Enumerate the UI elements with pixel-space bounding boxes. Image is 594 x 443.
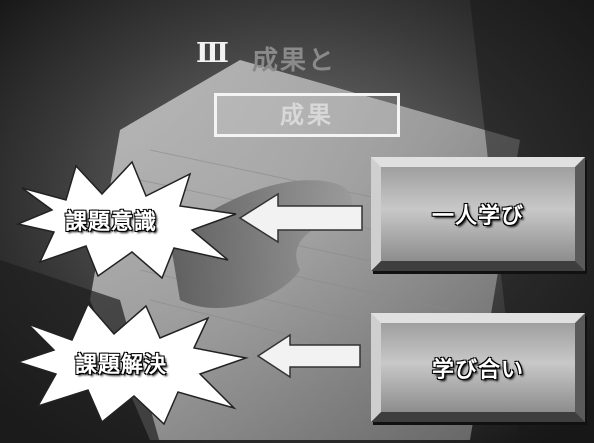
starburst-icon: [15, 302, 249, 426]
result-label-box: 成果: [214, 93, 400, 137]
slide-title: 成果と: [252, 46, 337, 76]
right-item-label: 学び合い: [431, 357, 524, 383]
left-item-label: 課題解決: [74, 353, 167, 378]
result-label: 成果: [280, 101, 334, 129]
left-item-label: 課題意識: [64, 210, 157, 235]
right-item-box: 学び合い: [371, 313, 585, 422]
left-arrow-icon: [238, 192, 363, 244]
title-numeral: Ⅲ: [196, 38, 231, 69]
starburst-icon: [15, 160, 237, 280]
right-item-box: 一人学び: [371, 157, 585, 271]
right-item-label: 一人学び: [431, 204, 524, 229]
left-arrow-icon: [256, 333, 361, 379]
